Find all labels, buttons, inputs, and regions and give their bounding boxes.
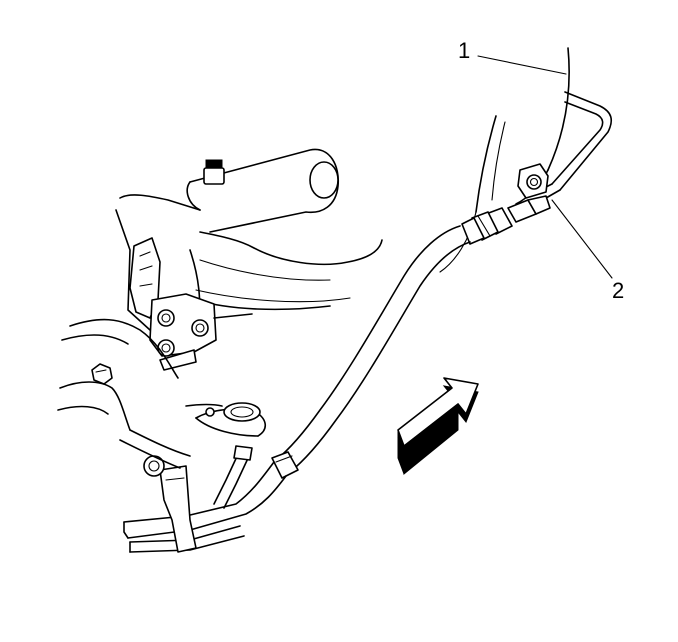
callout-leaders: [477, 55, 613, 279]
cooler-hose-lower: [123, 225, 471, 539]
engine-bracket-assembly: [57, 148, 383, 469]
leader-line-2: [551, 199, 613, 279]
lower-pipes-clamp: [123, 445, 253, 553]
callout-label-2: 2: [612, 278, 625, 303]
transmission-housing: [439, 47, 570, 273]
cooler-line-upper: [539, 91, 613, 199]
callout-label-1: 1: [458, 38, 471, 63]
leader-line-1: [477, 55, 567, 75]
housing-fittings: [461, 163, 551, 245]
view-direction-arrow: [397, 377, 479, 476]
